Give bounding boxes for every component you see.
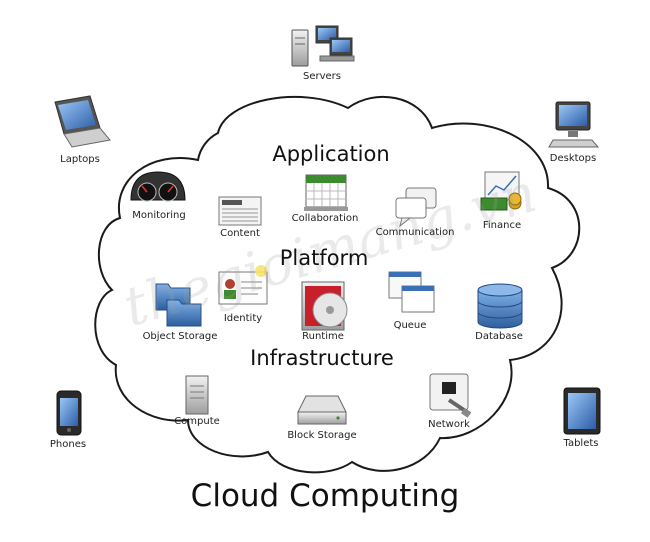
desktops-label: Desktops [549, 153, 597, 164]
desktop-icon [548, 101, 600, 148]
finance-chart-money-icon [480, 171, 522, 211]
communication-label: Communication [375, 227, 455, 238]
database-label: Database [475, 331, 523, 342]
finance-label: Finance [482, 220, 522, 231]
tablet-icon [563, 387, 601, 435]
runtime-label: Runtime [302, 331, 344, 342]
tablets-label: Tablets [563, 438, 599, 449]
collaboration-label: Collaboration [291, 213, 359, 224]
block-storage-label: Block Storage [287, 430, 357, 441]
chat-bubbles-icon [395, 187, 437, 228]
network-port-icon [429, 373, 472, 418]
object-storage-label: Object Storage [142, 331, 218, 342]
platform-layer-heading: Platform [279, 246, 369, 270]
monitoring-label: Monitoring [132, 210, 186, 221]
compute-label: Compute [174, 416, 220, 427]
hard-drive-icon [297, 395, 347, 425]
newspaper-icon [218, 196, 262, 226]
runtime-disc-icon [301, 281, 348, 331]
identity-card-icon [218, 265, 268, 305]
application-layer-heading: Application [272, 142, 390, 166]
monitoring-gauge-icon [130, 171, 186, 202]
identity-label: Identity [223, 313, 263, 324]
queue-label: Queue [393, 320, 427, 331]
compute-server-icon [185, 375, 209, 415]
queue-windows-icon [388, 271, 435, 313]
phone-icon [56, 390, 82, 436]
phones-label: Phones [49, 439, 87, 450]
infrastructure-layer-heading: Infrastructure [250, 346, 394, 370]
servers-label: Servers [302, 71, 342, 82]
calendar-collaboration-icon [304, 174, 348, 211]
network-label: Network [428, 419, 470, 430]
folders-object-storage-icon [155, 283, 202, 327]
database-icon [477, 283, 523, 329]
servers-icon [291, 25, 355, 67]
laptops-label: Laptops [60, 154, 100, 165]
diagram-title: Cloud Computing [190, 478, 460, 514]
laptop-icon [54, 95, 111, 148]
content-label: Content [220, 228, 260, 239]
